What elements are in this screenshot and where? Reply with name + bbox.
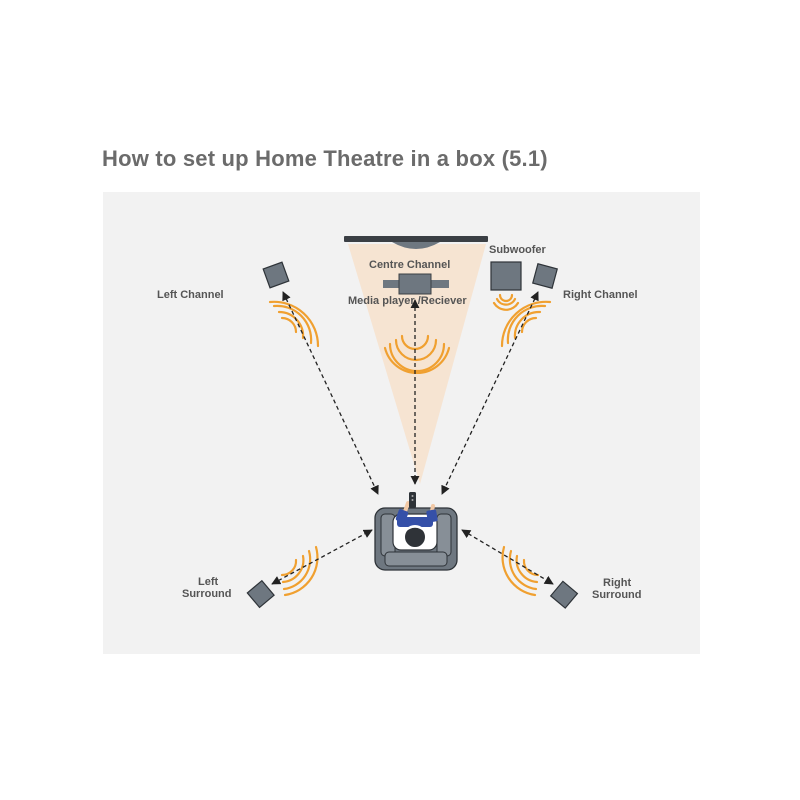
- left-surround-label: Left: [198, 576, 219, 588]
- signal-arrows: [271, 291, 554, 585]
- right-surround-speaker: [549, 580, 579, 609]
- right-channel-speaker: [532, 263, 558, 289]
- left-channel-speaker: [262, 261, 290, 289]
- subwoofer-label: Subwoofer: [489, 244, 547, 256]
- page-title: How to set up Home Theatre in a box (5.1…: [102, 146, 548, 171]
- media-player-icon: [383, 273, 449, 295]
- subwoofer-icon: [490, 261, 522, 291]
- right-surround-label: Right: [603, 577, 631, 589]
- right-channel-label: Right Channel: [563, 289, 638, 301]
- left-channel-label: Left Channel: [157, 289, 224, 301]
- remote-icon: [409, 492, 416, 508]
- tv-icon: [344, 236, 488, 249]
- left-surround-speaker: [246, 579, 275, 609]
- right-surround-label-2: Surround: [592, 589, 642, 601]
- media-player-label: Media player /Reciever: [348, 295, 467, 307]
- person-icon: [392, 501, 438, 551]
- centre-channel-label: Centre Channel: [369, 259, 450, 271]
- left-surround-label-2: Surround: [182, 588, 232, 600]
